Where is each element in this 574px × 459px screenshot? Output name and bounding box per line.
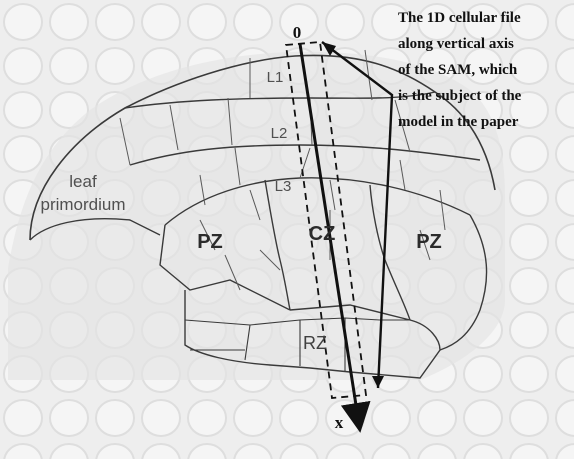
axis-end-label: x	[335, 413, 344, 432]
layer-label-l2: L2	[271, 125, 288, 142]
zone-label-cz: CZ	[309, 223, 336, 245]
annotation-line-1: The 1D cellular file	[398, 10, 521, 26]
zone-label-pz-left: PZ	[197, 231, 223, 253]
annotation-line-4: is the subject of the	[398, 88, 522, 104]
axis-origin-label: 0	[293, 23, 302, 42]
zone-label-pz-right: PZ	[416, 231, 442, 253]
layer-label-l3: L3	[275, 178, 292, 195]
annotation-line-3: of the SAM, which	[398, 62, 518, 78]
layer-label-l1: L1	[267, 69, 284, 86]
leaf-label-line1: leaf	[69, 172, 97, 191]
leaf-label-line2: primordium	[40, 195, 125, 214]
annotation-line-2: along vertical axis	[398, 36, 514, 52]
zone-label-rz: RZ	[303, 333, 327, 353]
annotation-line-5: model in the paper	[398, 114, 519, 130]
